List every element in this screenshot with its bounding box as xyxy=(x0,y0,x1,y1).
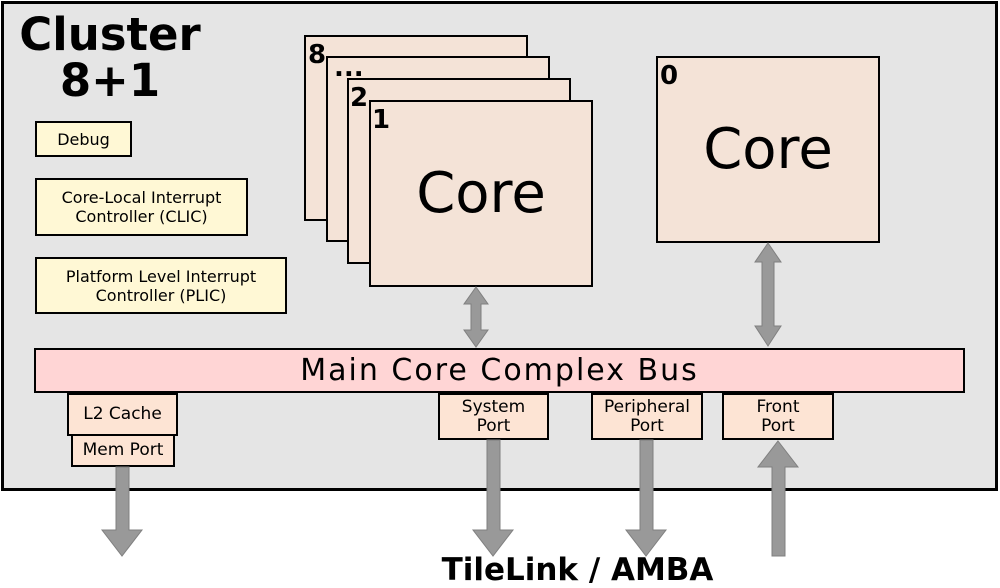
mem-port-label: Mem Port xyxy=(82,440,164,460)
cluster-title: Cluster 8+1 xyxy=(0,12,220,104)
debug-label: Debug xyxy=(57,129,110,149)
clic-label-line2: Controller (CLIC) xyxy=(75,207,208,226)
l2-cache-label: L2 Cache xyxy=(83,404,162,424)
core-number-2: 2 xyxy=(350,83,369,113)
core-stack-label: Core xyxy=(416,161,546,226)
core-card-1: Core xyxy=(369,100,593,287)
debug-box: Debug xyxy=(35,121,132,157)
front-port-box: Front Port xyxy=(722,393,834,440)
peripheral-port-down-arrow xyxy=(624,439,668,557)
core-card-0: Core xyxy=(656,56,880,243)
tilelink-amba-label: TileLink / AMBA xyxy=(441,552,714,588)
l2-cache-box: L2 Cache xyxy=(67,393,178,436)
bus-label: Main Core Complex Bus xyxy=(300,353,699,388)
mem-port-box: Mem Port xyxy=(71,434,175,467)
plic-label-line2: Controller (PLIC) xyxy=(95,285,227,305)
system-port-label-line2: Port xyxy=(476,415,511,436)
plic-label-line1: Platform Level Interrupt xyxy=(65,266,257,286)
core-number-8: 8 xyxy=(308,40,327,70)
clic-box: Core-Local Interrupt Controller (CLIC) xyxy=(35,178,248,236)
front-port-label-line1: Front xyxy=(756,396,800,417)
cluster-title-line2: 8+1 xyxy=(59,54,161,107)
clic-label-line1: Core-Local Interrupt xyxy=(61,188,222,207)
peripheral-port-label-line1: Peripheral xyxy=(604,396,690,417)
main-core-complex-bus: Main Core Complex Bus xyxy=(34,348,965,393)
mem-port-down-arrow xyxy=(100,466,144,557)
peripheral-port-box: Peripheral Port xyxy=(591,393,703,440)
core-number-1: 1 xyxy=(372,105,391,135)
core-number-0: 0 xyxy=(660,61,679,91)
plic-box: Platform Level Interrupt Controller (PLI… xyxy=(35,257,287,314)
core-number-ellipsis: ... xyxy=(334,53,364,83)
system-port-box: System Port xyxy=(438,393,549,440)
core0-bus-arrow xyxy=(754,242,782,347)
cluster-title-line1: Cluster xyxy=(19,8,201,61)
core-stack-bus-arrow xyxy=(463,286,489,348)
system-port-label-line1: System xyxy=(461,396,526,417)
front-port-label-line2: Port xyxy=(761,415,795,436)
core-single-label: Core xyxy=(703,117,833,182)
front-port-up-arrow xyxy=(756,440,800,557)
system-port-down-arrow xyxy=(471,439,515,557)
peripheral-port-label-line2: Port xyxy=(630,415,664,436)
